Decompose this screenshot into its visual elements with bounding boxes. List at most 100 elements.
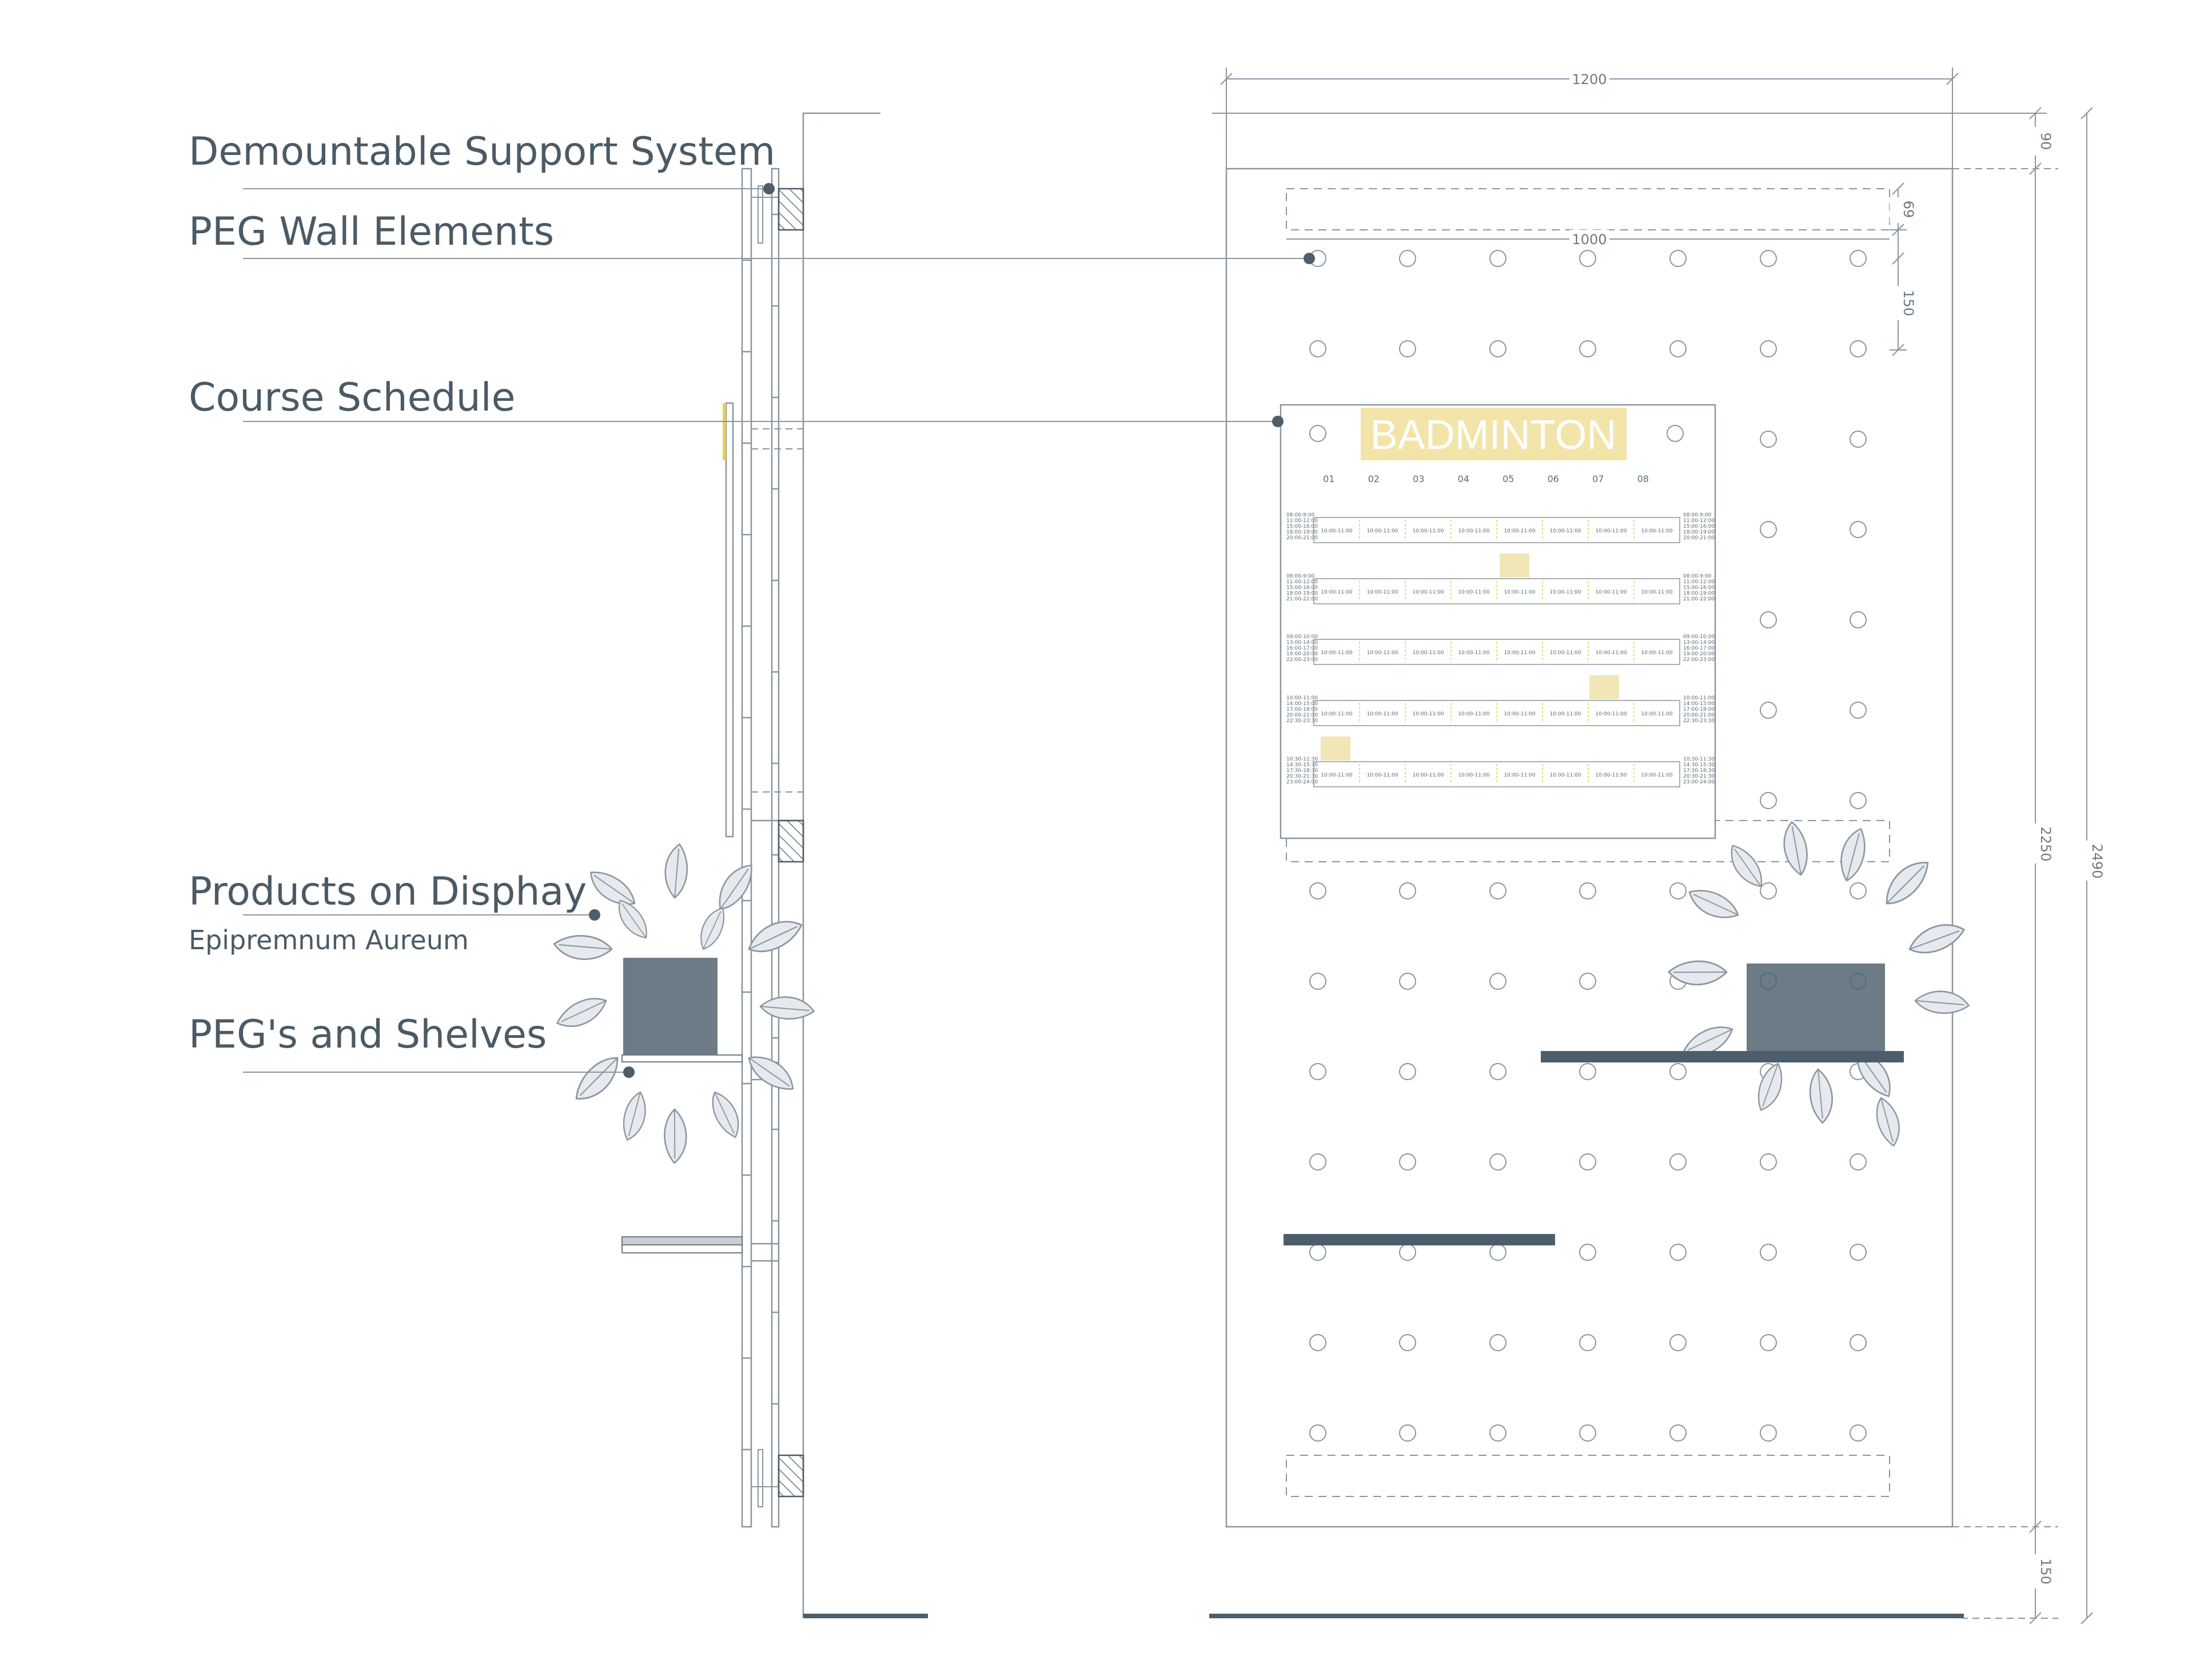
schedule-column-label: 05 [1502,473,1514,484]
schedule-time-left: 15:00-16:00 [1286,524,1318,530]
peg-hole [1309,1153,1326,1171]
schedule-slot: 10:00-11:00 [1504,650,1535,656]
callout-labels: Demountable Support System PEG Wall Elem… [189,129,775,1057]
bottom-dashed-frame [1286,1455,1890,1497]
peg-hole [1309,1244,1326,1261]
dim-width-inner: 1000 [1572,232,1607,248]
schedule-time-left: 20:00-21:00 [1286,535,1318,541]
schedule-time-right: 20:00-21:00 [1683,535,1715,541]
schedule-time-right: 08:00-9:00 [1683,574,1712,579]
schedule-row-frame [1313,578,1680,604]
dim-bottom-offset: 150 [2038,1558,2054,1585]
schedule-column-label: 02 [1368,473,1380,484]
peg-hole [1760,431,1777,448]
schedule-time-right: 15:00-16:00 [1683,585,1715,591]
schedule-time-left: 22:30-23:30 [1286,718,1318,724]
schedule-time-left: 20:00-21:00 [1286,712,1318,718]
peg-hole [1309,1424,1326,1442]
plant-elevation [1667,820,1971,1149]
peg-hole [1579,1153,1596,1171]
peg-hole [1309,1063,1326,1080]
schedule-title-bg [1361,408,1627,460]
peg-hole [1669,1153,1687,1171]
peg-hole [1399,882,1416,899]
peg-hole [1760,521,1777,538]
schedule-time-left: 18:00-19:00 [1286,530,1318,535]
peg-hole [1850,250,1867,267]
callout-leaders [243,188,1309,1073]
schedule-time-right: 17:30-18:30 [1683,768,1715,774]
schedule-row: 10:00-11:00 10:00-11:00 10:00-11:00 10:00-1… [1286,574,1715,604]
schedule-time-left: 09:00-10:00 [1286,634,1318,640]
dim-height-total: 2490 [2089,843,2105,878]
schedule-time-right: 22:00-23:00 [1683,657,1715,663]
peg-hole [1669,882,1687,899]
schedule-time-right: 09:00-10:00 [1683,634,1715,640]
booked-slot [1321,737,1350,761]
peg-hole [1669,340,1687,357]
schedule-slot: 10:00-11:00 [1321,590,1352,595]
peg-hole [1669,1063,1687,1080]
top-dashed-frame [1286,188,1890,230]
schedule-slot: 10:00-11:00 [1412,590,1444,595]
peg-hole [1489,250,1506,267]
schedule-row-frame [1313,761,1680,787]
schedule-slot: 10:00-11:00 [1641,528,1672,534]
dim-height-inner: 2250 [2038,826,2054,861]
schedule-time-right: 22:30-23:30 [1683,718,1715,724]
schedule-time-left: 14:00-15:00 [1286,701,1318,707]
schedule-slot: 10:00-11:00 [1549,590,1581,595]
schedule-row: 10:00-11:00 10:00-11:00 10:00-11:00 10:00-1… [1286,634,1715,665]
peg-hole [1669,1334,1687,1351]
schedule-slot: 10:00-11:00 [1412,773,1444,778]
peg-hole [1399,1334,1416,1351]
schedule-title: BADMINTON [1370,412,1617,458]
schedule-slot: 10:00-11:00 [1595,590,1627,595]
peg-hole [1399,1244,1416,1261]
peg-hole [1489,1424,1506,1442]
schedule-time-left: 19:00-20:00 [1286,651,1318,657]
schedule-slot: 10:00-11:00 [1504,528,1535,534]
schedule-slot: 10:00-11:00 [1412,650,1444,656]
mid-dashed-frame [1286,820,1890,862]
peg-hole [1489,882,1506,899]
schedule-time-left: 11:00-12:00 [1286,518,1318,524]
schedule-time-left: 08:00-9:00 [1286,574,1315,579]
schedule-slot: 10:00-11:00 [1641,773,1672,778]
callout-dots [589,183,1315,1078]
schedule-column-label: 08 [1637,473,1649,484]
peg-hole [1579,1334,1596,1351]
schedule-slot: 10:00-11:00 [1549,650,1581,656]
peg-hole [1760,611,1777,628]
peg-hole [1850,1244,1867,1261]
schedule-time-right: 18:00-19:00 [1683,591,1715,596]
schedule-board-section [725,402,734,838]
wall-outline [802,112,880,1618]
peg-hole [1850,340,1867,357]
upper-shelf [1541,1051,1904,1062]
schedule-time-left: 18:00-19:00 [1286,591,1318,596]
peg-hole [1850,792,1867,809]
peg-hole [1669,1244,1687,1261]
peg-hole [1399,973,1416,990]
schedule-slot: 10:00-11:00 [1641,711,1672,717]
schedule-time-right: 20:00-21:00 [1683,712,1715,718]
peg-hole [1760,250,1777,267]
peg-hole [1669,1424,1687,1442]
schedule-time-right: 13:00-14:00 [1683,640,1715,646]
peg-hole [1399,1424,1416,1442]
schedule-column-label: 06 [1548,473,1559,484]
schedule-time-left: 13:00-14:00 [1286,640,1318,646]
peg-hole [1309,340,1326,357]
schedule-time-left: 16:00-17:00 [1286,646,1318,651]
peg-hole [1489,1244,1506,1261]
schedule-time-left: 10:00-11:00 [1286,695,1318,701]
schedule-slot: 10:00-11:00 [1641,650,1672,656]
schedule-time-left: 23:00-24:00 [1286,779,1318,785]
label-products-sub: Epipremnum Aureum [189,925,469,956]
panel-joints [742,213,779,1451]
